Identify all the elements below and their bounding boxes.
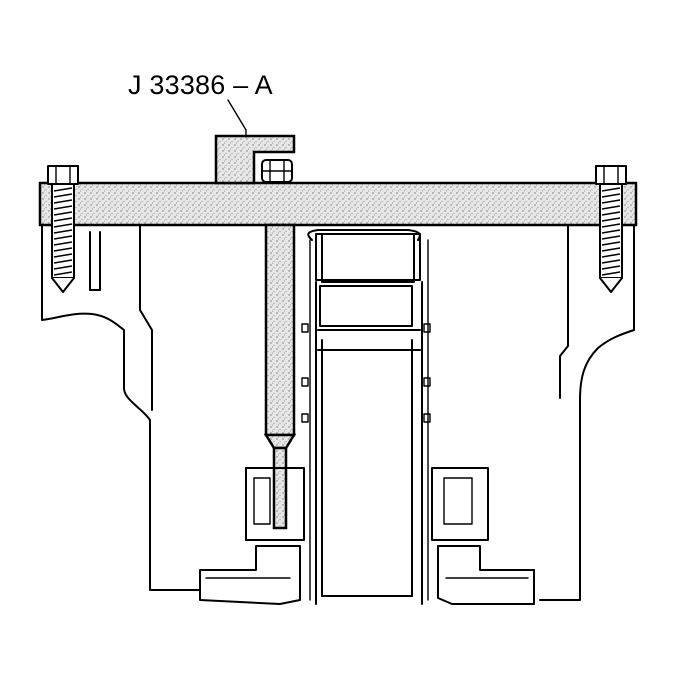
bolt-thread bbox=[601, 211, 621, 216]
bolt-thread bbox=[601, 223, 621, 228]
puller-pin bbox=[272, 446, 288, 530]
lower-housing-left bbox=[199, 545, 301, 605]
bolt-thread bbox=[53, 187, 73, 192]
bolt-thread bbox=[53, 193, 73, 198]
puller-crossbar bbox=[38, 181, 638, 227]
bolt-thread bbox=[601, 259, 621, 264]
bolt-thread bbox=[53, 253, 73, 258]
puller-leg-taper bbox=[263, 433, 297, 450]
left-bolt-threads bbox=[53, 187, 73, 276]
bolt-thread bbox=[601, 205, 621, 210]
bolt-thread bbox=[601, 187, 621, 192]
bolt-thread bbox=[53, 271, 73, 276]
bolt-thread bbox=[601, 265, 621, 270]
bolt-thread bbox=[53, 199, 73, 204]
bolt-thread bbox=[601, 247, 621, 252]
bolt-thread bbox=[53, 259, 73, 264]
housing-inner-left bbox=[89, 231, 101, 291]
bolt-thread bbox=[601, 199, 621, 204]
bolt-thread bbox=[601, 193, 621, 198]
bolt-thread bbox=[53, 223, 73, 228]
bolt-thread bbox=[53, 211, 73, 216]
housing-casting-outline bbox=[41, 225, 201, 591]
bolt-thread bbox=[53, 229, 73, 234]
tool-callout-label: J 33386 – A bbox=[128, 70, 273, 100]
bolt-thread bbox=[53, 217, 73, 222]
right-bolt-threads bbox=[601, 187, 621, 276]
bolt-thread bbox=[601, 253, 621, 258]
puller-leg bbox=[264, 223, 296, 437]
callout-leader bbox=[227, 99, 247, 138]
bolt-thread bbox=[601, 235, 621, 240]
bolt-thread bbox=[53, 247, 73, 252]
center-shaft bbox=[301, 229, 431, 605]
bolt-thread bbox=[53, 205, 73, 210]
bolt-thread bbox=[53, 235, 73, 240]
bolt-thread bbox=[601, 217, 621, 222]
bolt-thread bbox=[53, 265, 73, 270]
bolt-thread bbox=[601, 241, 621, 246]
bolt-thread bbox=[601, 271, 621, 276]
bolt-thread bbox=[601, 229, 621, 234]
housing-casting-outline-right bbox=[539, 225, 635, 601]
bolt-thread bbox=[53, 241, 73, 246]
right-bearing bbox=[431, 467, 489, 541]
left-bolt bbox=[47, 165, 79, 293]
left-bearing bbox=[245, 467, 305, 541]
lower-housing-right bbox=[437, 545, 535, 605]
center-screw-block bbox=[214, 134, 296, 185]
